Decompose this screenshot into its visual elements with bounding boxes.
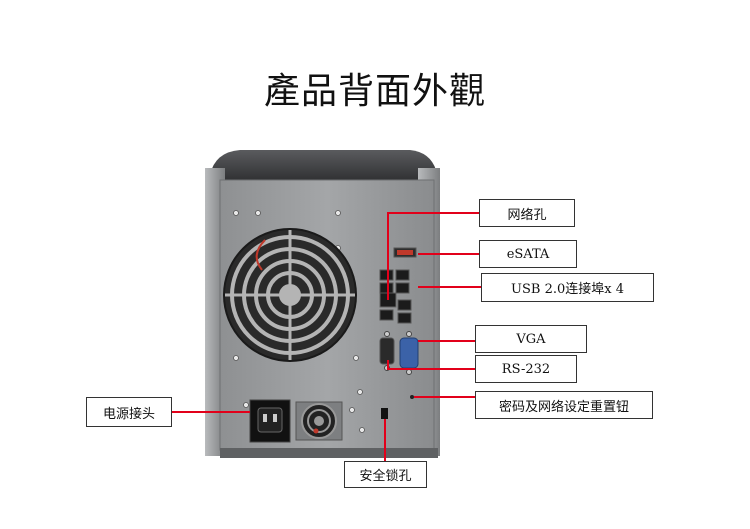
fan-grille	[223, 228, 357, 362]
label-esata: eSATA	[479, 240, 577, 268]
label-rs232: RS-232	[475, 355, 577, 383]
screws	[233, 210, 365, 433]
reset-button	[410, 395, 414, 399]
security-lock-slot	[381, 408, 388, 419]
usb-ports	[379, 269, 412, 324]
psu-fan	[295, 401, 343, 441]
page-title: 產品背面外觀	[263, 71, 486, 112]
label-usb: USB 2.0连接埠x 4	[481, 273, 654, 302]
vga-port	[399, 331, 419, 375]
label-reset: 密码及网络设定重置钮	[475, 391, 653, 419]
power-connector	[249, 399, 291, 443]
label-vga: VGA	[475, 325, 587, 353]
top-cover	[210, 150, 436, 182]
label-lock: 安全锁孔	[344, 461, 427, 488]
label-network-port: 网络孔	[479, 199, 575, 227]
leader-lines	[172, 212, 481, 461]
label-power: 电源接头	[86, 397, 172, 427]
